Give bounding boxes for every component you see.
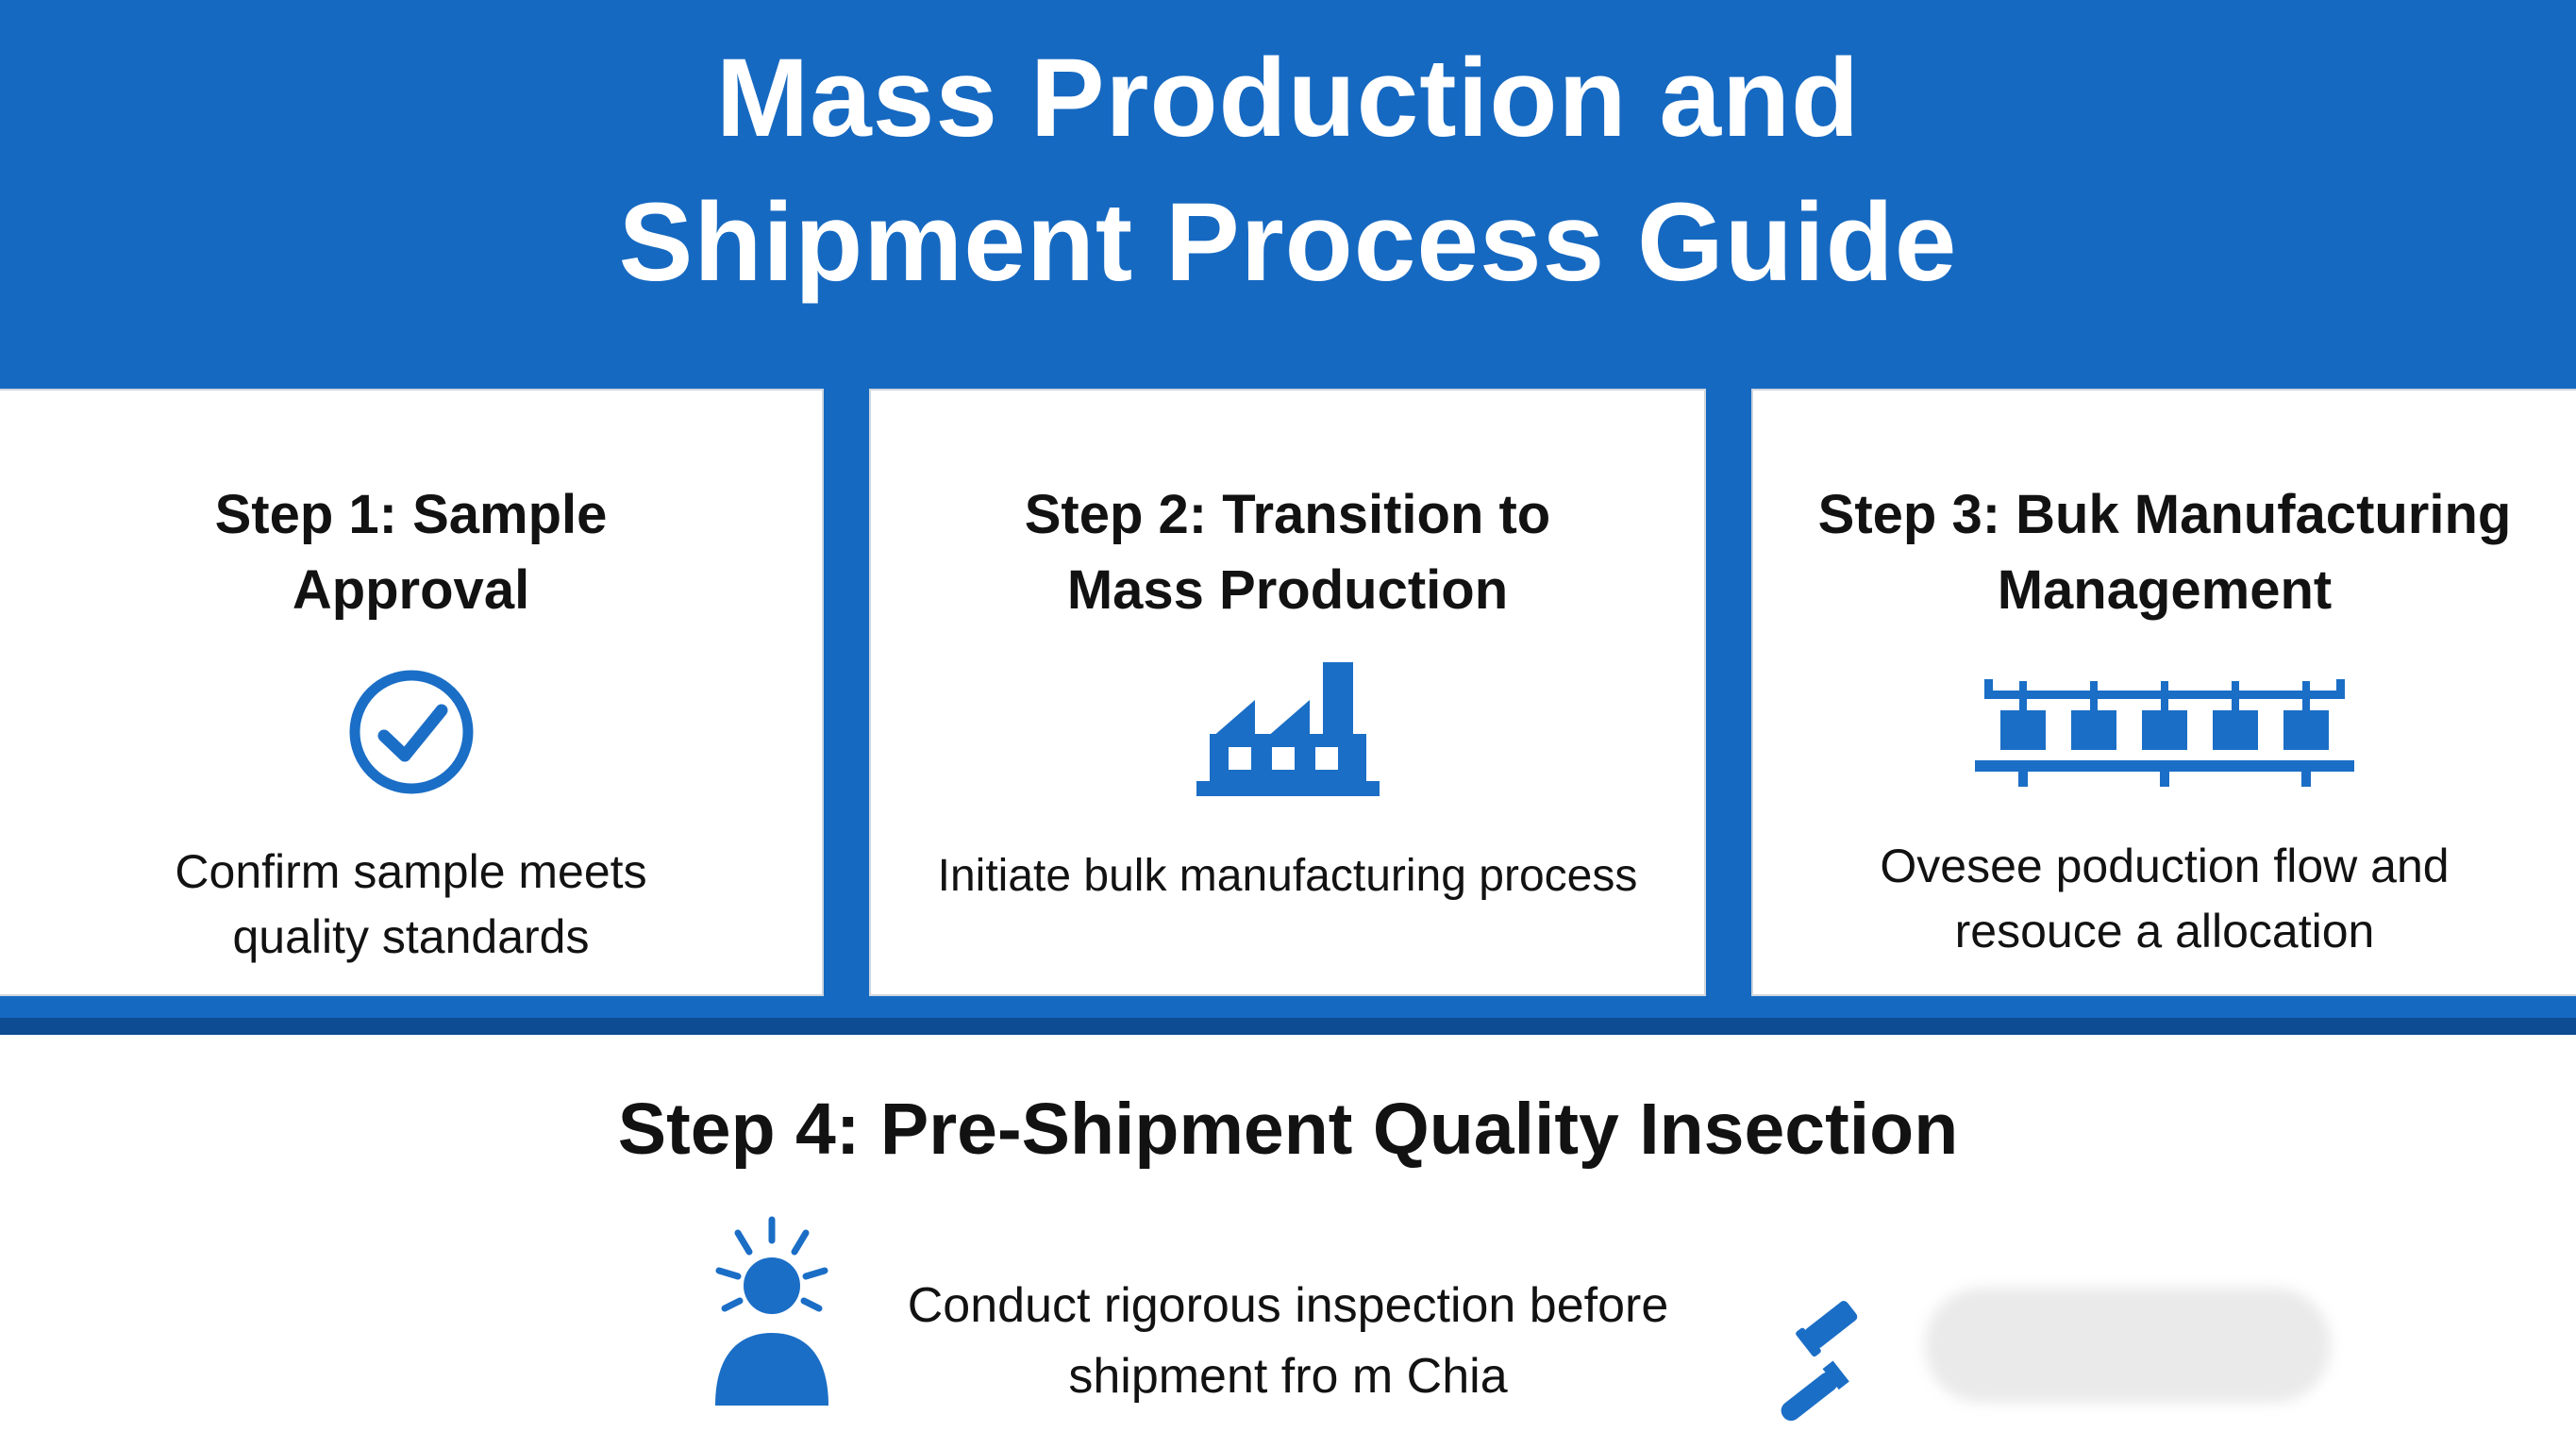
step-2-title: Step 2: Transition to Mass Production	[1024, 484, 1551, 622]
step-4-title: Step 4: Pre-Shipment Quality Insection	[617, 1089, 1959, 1170]
page-title: Mass Production and Shipment Process Gui…	[0, 26, 2576, 316]
section-divider	[0, 1018, 2576, 1035]
check-circle-icon	[349, 670, 473, 794]
step-3-card: Step 3: Buk Manufacturing Management	[1753, 391, 2576, 994]
step-1-title: Step 1: Sample Approval	[214, 484, 608, 622]
step-4-description: Conduct rigorous inspection before shipm…	[0, 1271, 2576, 1413]
step-1-description: Confirm sample meets quality standards	[175, 845, 647, 964]
step-1-card: Step 1: Sample Approval Confirm sample m…	[0, 391, 822, 994]
step-3-title: Step 3: Buk Manufacturing Management	[1817, 484, 2512, 622]
factory-icon	[1196, 662, 1380, 797]
step-2-description: Initiate bulk manufacturing process	[937, 851, 1638, 902]
step-4-section: Step 4: Pre-Shipment Quality Insection	[0, 1035, 2576, 1448]
person-inspector-icon	[694, 1212, 850, 1410]
step-4-description-line-1: Conduct rigorous inspection before	[907, 1278, 1669, 1333]
page-title-line-2: Shipment Process Guide	[618, 180, 1958, 306]
conveyor-icon	[1975, 679, 2354, 788]
step-2-card: Step 2: Transition to Mass Production In…	[871, 391, 1704, 994]
step-4-description-line-2: shipment fro m Chia	[1068, 1349, 1508, 1405]
page-title-line-1: Mass Production and	[715, 36, 1861, 160]
watermark-blur	[1925, 1288, 2331, 1403]
inspection-tool-icon	[1742, 1291, 1893, 1438]
step-3-description: Ovesee poduction flow and resouce a allo…	[1880, 840, 2450, 958]
